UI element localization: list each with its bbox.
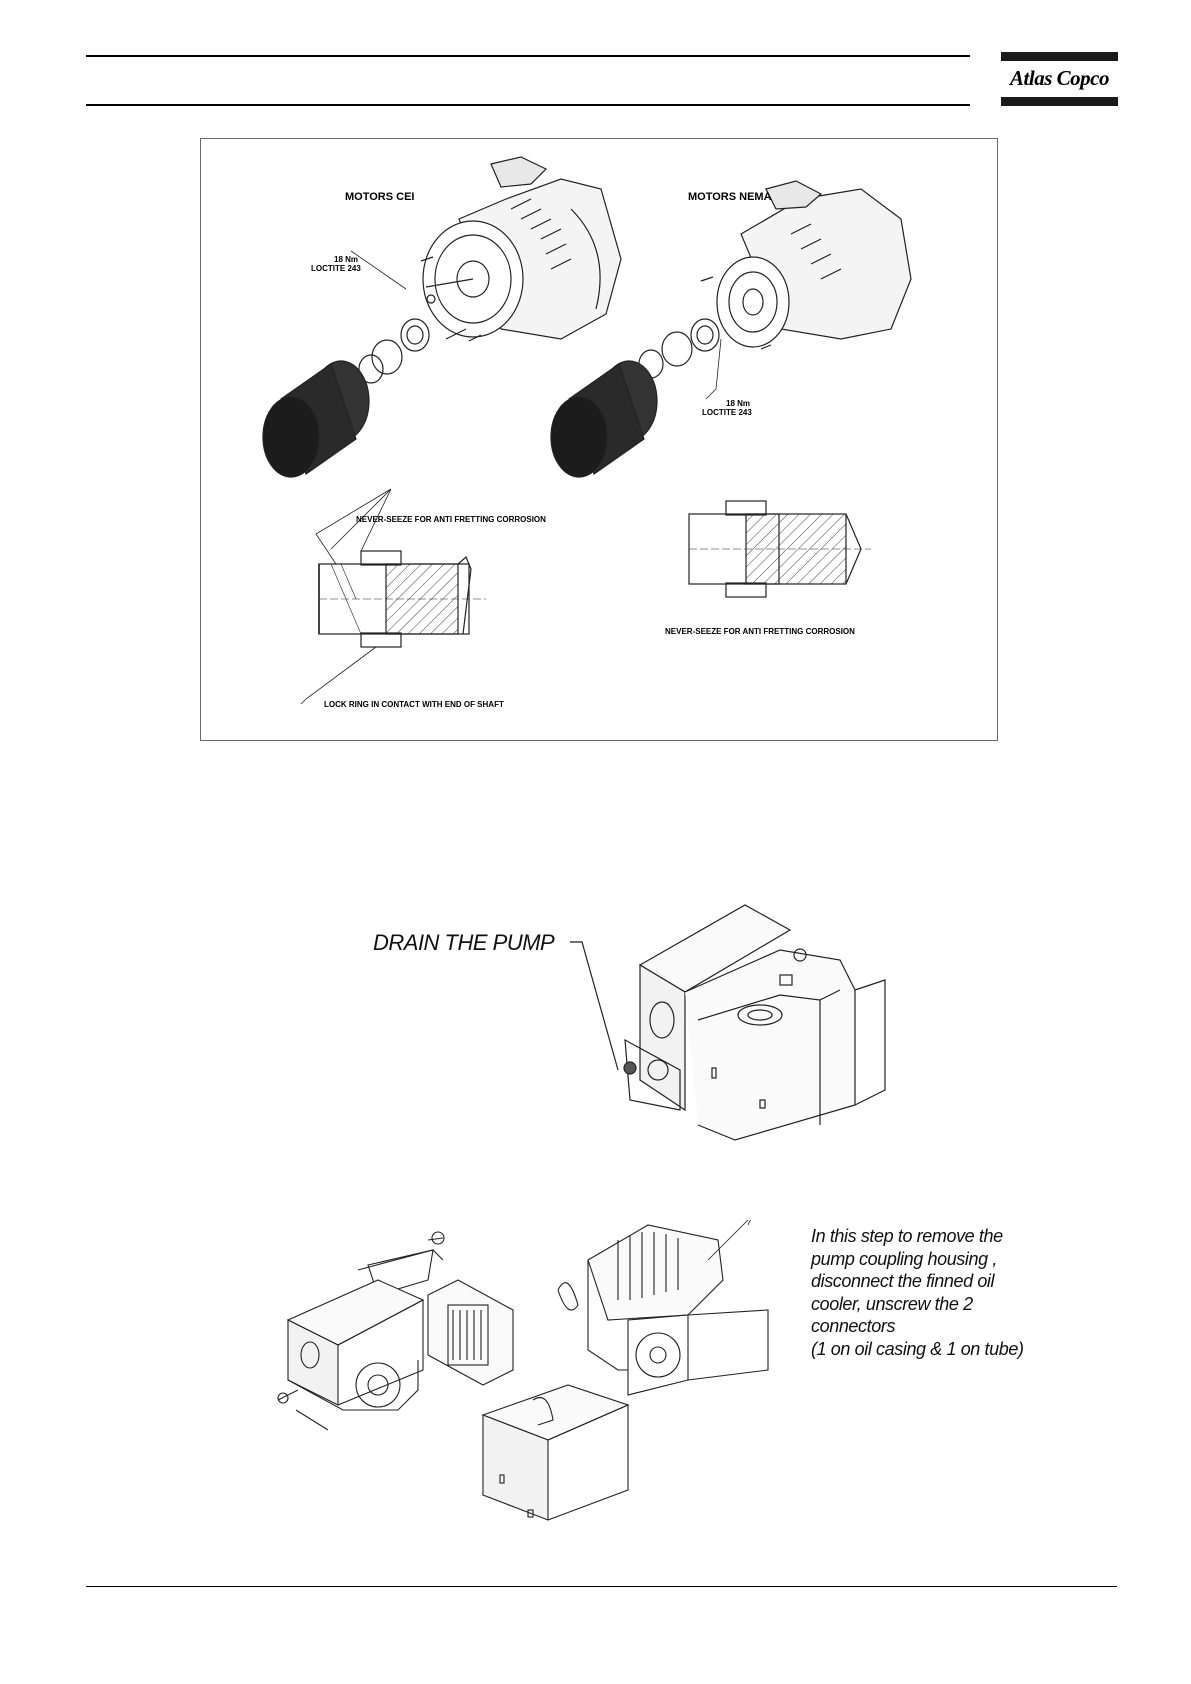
drain-the-pump-label: DRAIN THE PUMP [373,930,555,955]
never-seeze-right-label: NEVER-SEEZE FOR ANTI FRETTING CORROSION [665,627,855,636]
atlas-copco-logo: Atlas Copco [1001,52,1118,106]
torque-nema-label: 18 Nm [726,399,751,408]
logo-text: Atlas Copco [1010,66,1109,90]
lock-ring-label: LOCK RING IN CONTACT WITH END OF SHAFT [324,700,504,709]
loctite-nema-label: LOCTITE 243 [702,408,752,417]
coupling-figure-frame: MOTORS CEI MOTORS NEMA 18 Nm LOCTITE 243… [200,138,998,741]
motors-nema-label: MOTORS NEMA [688,191,772,203]
footer-rule [86,1586,1117,1587]
coupling-assembly-drawing [262,156,912,705]
loctite-cei-label: LOCTITE 243 [311,264,361,273]
exploded-housing-drawing [277,1220,769,1521]
motors-cei-label: MOTORS CEI [345,191,415,203]
header-rule-top [86,55,970,57]
torque-cei-label: 18 Nm [334,255,359,264]
housing-removal-note: In this step to remove the pump coupling… [811,1226,1024,1359]
pump-drain-drawing [570,904,886,1141]
header-rule-bottom [86,104,970,106]
never-seeze-left-label: NEVER-SEEZE FOR ANTI FRETTING CORROSION [356,515,546,524]
